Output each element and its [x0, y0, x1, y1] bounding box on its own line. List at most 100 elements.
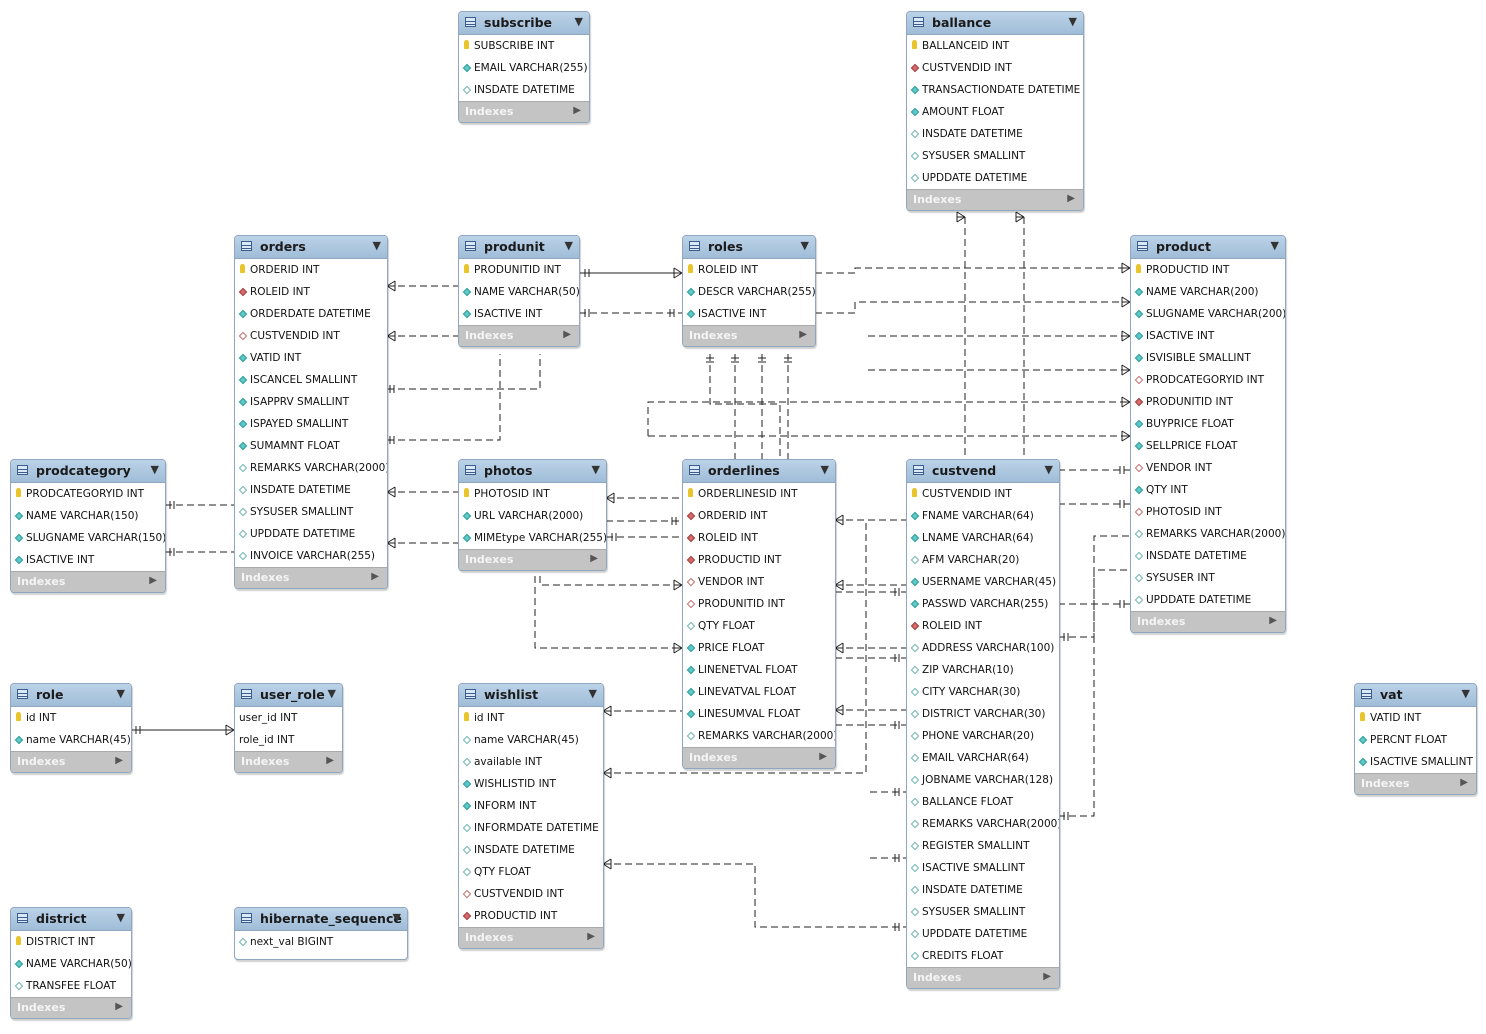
expand-arrow-icon[interactable]: ▶: [1460, 777, 1468, 788]
expand-arrow-icon[interactable]: ▶: [819, 751, 827, 762]
expand-arrow-icon[interactable]: ▶: [1043, 971, 1051, 982]
column-row[interactable]: DISTRICT VARCHAR(30): [907, 703, 1059, 725]
table-header[interactable]: orders▼: [235, 236, 387, 259]
column-row[interactable]: PHONE VARCHAR(20): [907, 725, 1059, 747]
expand-arrow-icon[interactable]: ▶: [587, 931, 595, 942]
table-header[interactable]: role▼: [11, 684, 131, 707]
column-row[interactable]: PRODUNITID INT: [459, 259, 579, 281]
column-row[interactable]: ORDERLINESID INT: [683, 483, 835, 505]
column-row[interactable]: ISAPPRV SMALLINT: [235, 391, 387, 413]
column-row[interactable]: PRODUCTID INT: [1131, 259, 1285, 281]
column-row[interactable]: UPDDATE DATETIME: [1131, 589, 1285, 611]
column-row[interactable]: VATID INT: [235, 347, 387, 369]
indexes-bar[interactable]: Indexes▶: [907, 967, 1059, 988]
column-row[interactable]: CUSTVENDID INT: [907, 483, 1059, 505]
column-row[interactable]: ROLEID INT: [683, 527, 835, 549]
indexes-bar[interactable]: Indexes▶: [683, 747, 835, 768]
column-row[interactable]: NAME VARCHAR(50): [11, 953, 131, 975]
column-row[interactable]: name VARCHAR(45): [11, 729, 131, 751]
relationship-line[interactable]: [603, 520, 867, 774]
column-row[interactable]: user_id INT: [235, 707, 342, 729]
column-row[interactable]: USERNAME VARCHAR(45): [907, 571, 1059, 593]
column-row[interactable]: PHOTOSID INT: [459, 483, 606, 505]
indexes-bar[interactable]: Indexes▶: [235, 751, 342, 772]
column-row[interactable]: ORDERDATE DATETIME: [235, 303, 387, 325]
column-row[interactable]: PRODCATEGORYID INT: [11, 483, 165, 505]
collapse-arrow-icon[interactable]: ▼: [327, 687, 336, 700]
column-row[interactable]: INSDATE DATETIME: [459, 839, 603, 861]
column-row[interactable]: SYSUSER INT: [1131, 567, 1285, 589]
indexes-bar[interactable]: Indexes▶: [459, 101, 589, 122]
table-header[interactable]: roles▼: [683, 236, 815, 259]
relationship-line[interactable]: [387, 354, 541, 390]
table-header[interactable]: ballance▼: [907, 12, 1083, 35]
collapse-arrow-icon[interactable]: ▼: [116, 687, 125, 700]
relationship-line[interactable]: [1058, 569, 1130, 817]
table-header[interactable]: prodcategory▼: [11, 460, 165, 483]
column-row[interactable]: QTY FLOAT: [459, 861, 603, 883]
column-row[interactable]: VENDOR INT: [1131, 457, 1285, 479]
relationship-line[interactable]: [709, 354, 781, 459]
column-row[interactable]: CREDITS FLOAT: [907, 945, 1059, 967]
collapse-arrow-icon[interactable]: ▼: [1068, 15, 1077, 28]
indexes-bar[interactable]: Indexes▶: [683, 325, 815, 346]
indexes-bar[interactable]: Indexes▶: [907, 189, 1083, 210]
collapse-arrow-icon[interactable]: ▼: [116, 911, 125, 924]
table-header[interactable]: produnit▼: [459, 236, 579, 259]
column-row[interactable]: INSDATE DATETIME: [1131, 545, 1285, 567]
table-header[interactable]: wishlist▼: [459, 684, 603, 707]
column-row[interactable]: MIMEtype VARCHAR(255): [459, 527, 606, 549]
table-header[interactable]: hibernate_sequence▼: [235, 908, 407, 931]
table-header[interactable]: subscribe▼: [459, 12, 589, 35]
relationship-line[interactable]: [815, 301, 1130, 314]
column-row[interactable]: ORDERID INT: [683, 505, 835, 527]
expand-arrow-icon[interactable]: ▶: [1067, 193, 1075, 204]
column-row[interactable]: PASSWD VARCHAR(255): [907, 593, 1059, 615]
column-row[interactable]: INFORM INT: [459, 795, 603, 817]
column-row[interactable]: SYSUSER SMALLINT: [907, 901, 1059, 923]
indexes-bar[interactable]: Indexes▶: [11, 997, 131, 1018]
expand-arrow-icon[interactable]: ▶: [371, 571, 379, 582]
column-row[interactable]: PRODUCTID INT: [459, 905, 603, 927]
collapse-arrow-icon[interactable]: ▼: [588, 687, 597, 700]
column-row[interactable]: PHOTOSID INT: [1131, 501, 1285, 523]
column-row[interactable]: INSDATE DATETIME: [907, 123, 1083, 145]
expand-arrow-icon[interactable]: ▶: [326, 755, 334, 766]
relationship-line[interactable]: [1058, 535, 1130, 638]
indexes-bar[interactable]: Indexes▶: [1131, 611, 1285, 632]
table-header[interactable]: user_role▼: [235, 684, 342, 707]
column-row[interactable]: UPDDATE DATETIME: [907, 167, 1083, 189]
expand-arrow-icon[interactable]: ▶: [115, 755, 123, 766]
column-row[interactable]: LINENETVAL FLOAT: [683, 659, 835, 681]
column-row[interactable]: next_val BIGINT: [235, 931, 407, 953]
column-row[interactable]: TRANSFEE FLOAT: [11, 975, 131, 997]
column-row[interactable]: JOBNAME VARCHAR(128): [907, 769, 1059, 791]
column-row[interactable]: FNAME VARCHAR(64): [907, 505, 1059, 527]
column-row[interactable]: CUSTVENDID INT: [907, 57, 1083, 79]
column-row[interactable]: URL VARCHAR(2000): [459, 505, 606, 527]
expand-arrow-icon[interactable]: ▶: [115, 1001, 123, 1012]
column-row[interactable]: INSDATE DATETIME: [459, 79, 589, 101]
column-row[interactable]: SLUGNAME VARCHAR(150): [11, 527, 165, 549]
column-row[interactable]: NAME VARCHAR(150): [11, 505, 165, 527]
table-header[interactable]: district▼: [11, 908, 131, 931]
column-row[interactable]: ROLEID INT: [683, 259, 815, 281]
column-row[interactable]: DESCR VARCHAR(255): [683, 281, 815, 303]
column-row[interactable]: TRANSACTIONDATE DATETIME: [907, 79, 1083, 101]
collapse-arrow-icon[interactable]: ▼: [150, 463, 159, 476]
column-row[interactable]: LINESUMVAL FLOAT: [683, 703, 835, 725]
column-row[interactable]: PERCNT FLOAT: [1355, 729, 1476, 751]
column-row[interactable]: ISACTIVE INT: [459, 303, 579, 325]
collapse-arrow-icon[interactable]: ▼: [392, 911, 401, 924]
relationship-line[interactable]: [534, 576, 682, 649]
column-row[interactable]: ISPAYED SMALLINT: [235, 413, 387, 435]
column-row[interactable]: SYSUSER SMALLINT: [907, 145, 1083, 167]
relationship-line[interactable]: [815, 267, 1130, 274]
